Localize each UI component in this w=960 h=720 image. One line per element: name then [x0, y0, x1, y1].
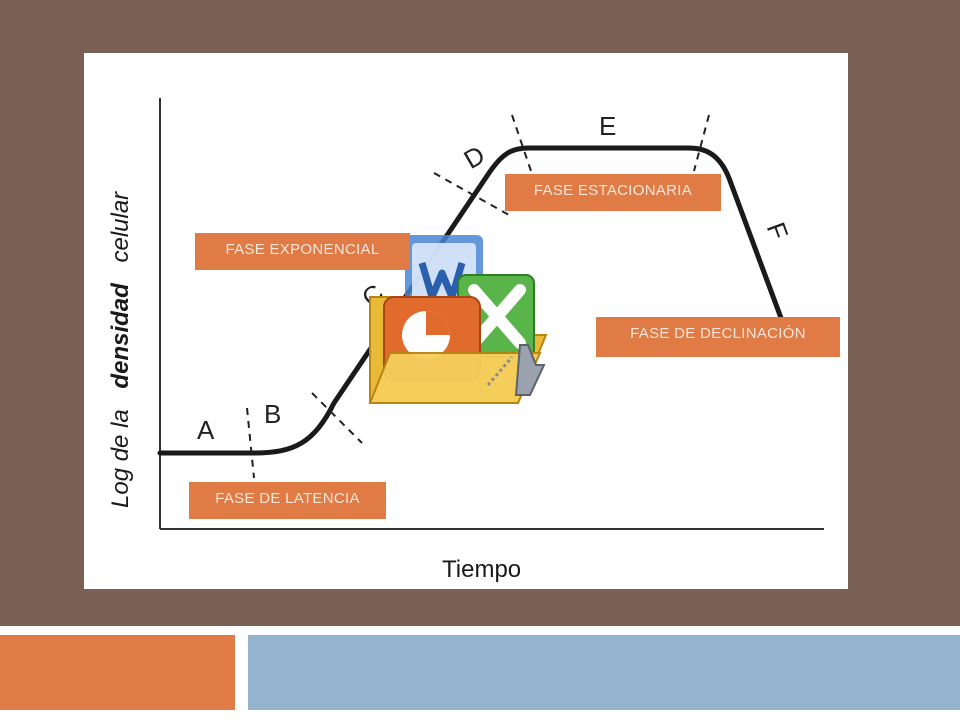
- phase-label-estacionaria: FASE ESTACIONARIA: [505, 174, 721, 211]
- divider-d-e: [511, 114, 532, 172]
- svg-text:Log de la densidad: Log de la densidad celular: [107, 191, 134, 508]
- growth-curve: [157, 145, 797, 456]
- phase-label-latencia: FASE DE LATENCIA: [189, 482, 386, 519]
- divider-e-f: [693, 114, 710, 172]
- divider-c-d: [433, 172, 510, 216]
- growth-curve-figure: A B C D E F Tiempo Log de la densidad ce…: [84, 53, 848, 589]
- phase-label-exponencial: FASE EXPONENCIAL: [195, 233, 410, 270]
- divider-b-c: [311, 392, 363, 444]
- divider-a-b: [246, 407, 255, 479]
- segment-label-f: F: [761, 218, 795, 243]
- y-axis-title-part-1: Log de la: [107, 409, 134, 508]
- segment-label-e: E: [599, 111, 616, 141]
- footer-accent-blue: [248, 635, 960, 710]
- y-axis-title-part-3: celular: [107, 191, 134, 263]
- segment-label-a: A: [197, 415, 215, 445]
- x-axis-title: Tiempo: [442, 556, 521, 583]
- phase-label-declinacion: FASE DE DECLINACIÓN: [596, 317, 840, 357]
- footer-accent-orange: [0, 635, 235, 710]
- office-folder-icon: [368, 235, 548, 404]
- segment-label-d: D: [459, 139, 490, 174]
- growth-curve-diagram: A B C D E F Tiempo Log de la densidad ce…: [107, 98, 824, 583]
- y-axis-title: Log de la densidad celular: [107, 191, 134, 508]
- segment-label-b: B: [264, 399, 281, 429]
- y-axis-title-part-2: densidad: [107, 282, 134, 389]
